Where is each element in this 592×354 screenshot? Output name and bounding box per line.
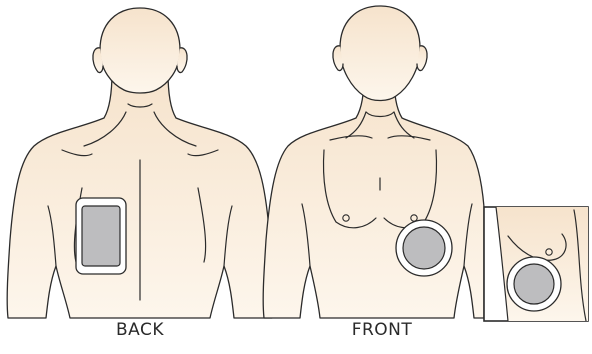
back-pad-inner	[82, 206, 120, 266]
front-label: FRONT	[327, 320, 437, 340]
front-torso	[263, 74, 484, 318]
inset-nipple	[546, 249, 552, 255]
front-pad	[396, 220, 452, 276]
front-figure	[263, 6, 484, 318]
front-nipple-left	[343, 215, 349, 221]
front-pad-inner	[403, 227, 445, 269]
back-pad	[76, 198, 126, 274]
front-head	[340, 6, 420, 101]
front-nipple-right	[411, 215, 417, 221]
back-head	[100, 8, 180, 93]
female-placement-inset	[484, 207, 588, 321]
back-label: BACK	[85, 320, 195, 340]
inset-pad-inner	[514, 264, 554, 304]
